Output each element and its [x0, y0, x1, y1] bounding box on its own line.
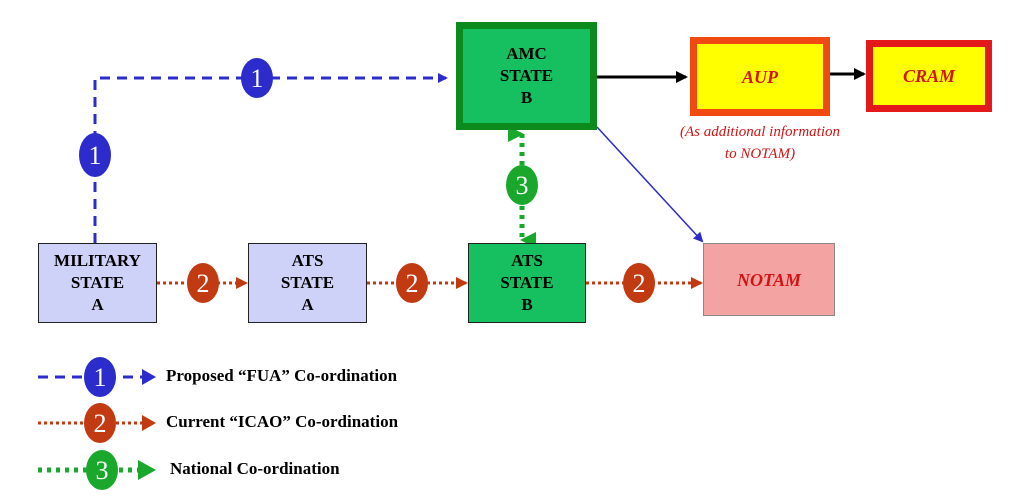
svg-text:2: 2	[633, 269, 646, 298]
legend-icao: Current “ICAO” Co-ordination	[0, 403, 520, 443]
fua-badge-horizontal: 1	[241, 58, 273, 98]
notam-box: NOTAM	[703, 243, 835, 316]
box-line: A	[301, 295, 314, 314]
notam-label: NOTAM	[736, 269, 801, 290]
military-state-a-box: MILITARY STATE A	[38, 243, 157, 323]
ats-state-b-box: ATS STATE B	[468, 243, 586, 323]
svg-text:1: 1	[251, 64, 264, 93]
svg-text:2: 2	[197, 269, 210, 298]
box-line: ATS	[511, 251, 543, 270]
legend-fua-symbol: 1	[38, 357, 156, 397]
amc-state-b-box: AMC STATE B	[456, 22, 597, 130]
national-badge: 3	[506, 165, 538, 205]
svg-text:1: 1	[89, 141, 102, 170]
svg-text:1: 1	[94, 363, 107, 392]
box-line: STATE	[499, 66, 554, 85]
cram-label: CRAM	[902, 66, 956, 86]
box-line: A	[91, 295, 104, 314]
aup-note-line: to NOTAM)	[724, 146, 796, 162]
aup-note: (As additional information to NOTAM)	[640, 121, 880, 165]
svg-text:3: 3	[96, 456, 109, 485]
box-line: MILITARY	[54, 251, 141, 270]
legend-national-label: National Co-ordination	[170, 459, 340, 478]
aup-note-line: (As additional information	[679, 124, 840, 140]
ats-state-a-box: ATS STATE A	[248, 243, 367, 323]
legend-national-symbol: 3	[38, 450, 156, 490]
legend-icao-label: Current “ICAO” Co-ordination	[166, 412, 399, 431]
icao-badge-1: 2	[187, 263, 219, 303]
amc-to-notam-line	[596, 126, 704, 243]
box-line: ATS	[291, 251, 324, 270]
box-line: STATE	[70, 273, 125, 292]
box-line: B	[520, 88, 533, 107]
icao-badge-3: 2	[623, 263, 655, 303]
legend-icao-symbol: 2	[38, 403, 156, 443]
legend-national: National Co-ordination	[0, 450, 520, 490]
box-line: STATE	[500, 273, 554, 292]
aup-box: AUP	[690, 37, 830, 116]
box-line: B	[521, 295, 533, 314]
aup-label: AUP	[742, 66, 778, 87]
svg-text:3: 3	[516, 171, 529, 200]
box-line: STATE	[280, 273, 335, 292]
box-line: AMC	[506, 44, 547, 63]
svg-text:2: 2	[94, 409, 107, 438]
icao-badge-2: 2	[396, 263, 428, 303]
legend-fua-label: Proposed “FUA” Co-ordination	[166, 366, 398, 385]
fua-badge-vertical: 1	[79, 133, 111, 177]
fua-coordination-line	[93, 73, 448, 243]
cram-box: CRAM	[866, 40, 992, 112]
legend-fua: Proposed “FUA” Co-ordination	[0, 357, 520, 397]
svg-text:2: 2	[406, 269, 419, 298]
